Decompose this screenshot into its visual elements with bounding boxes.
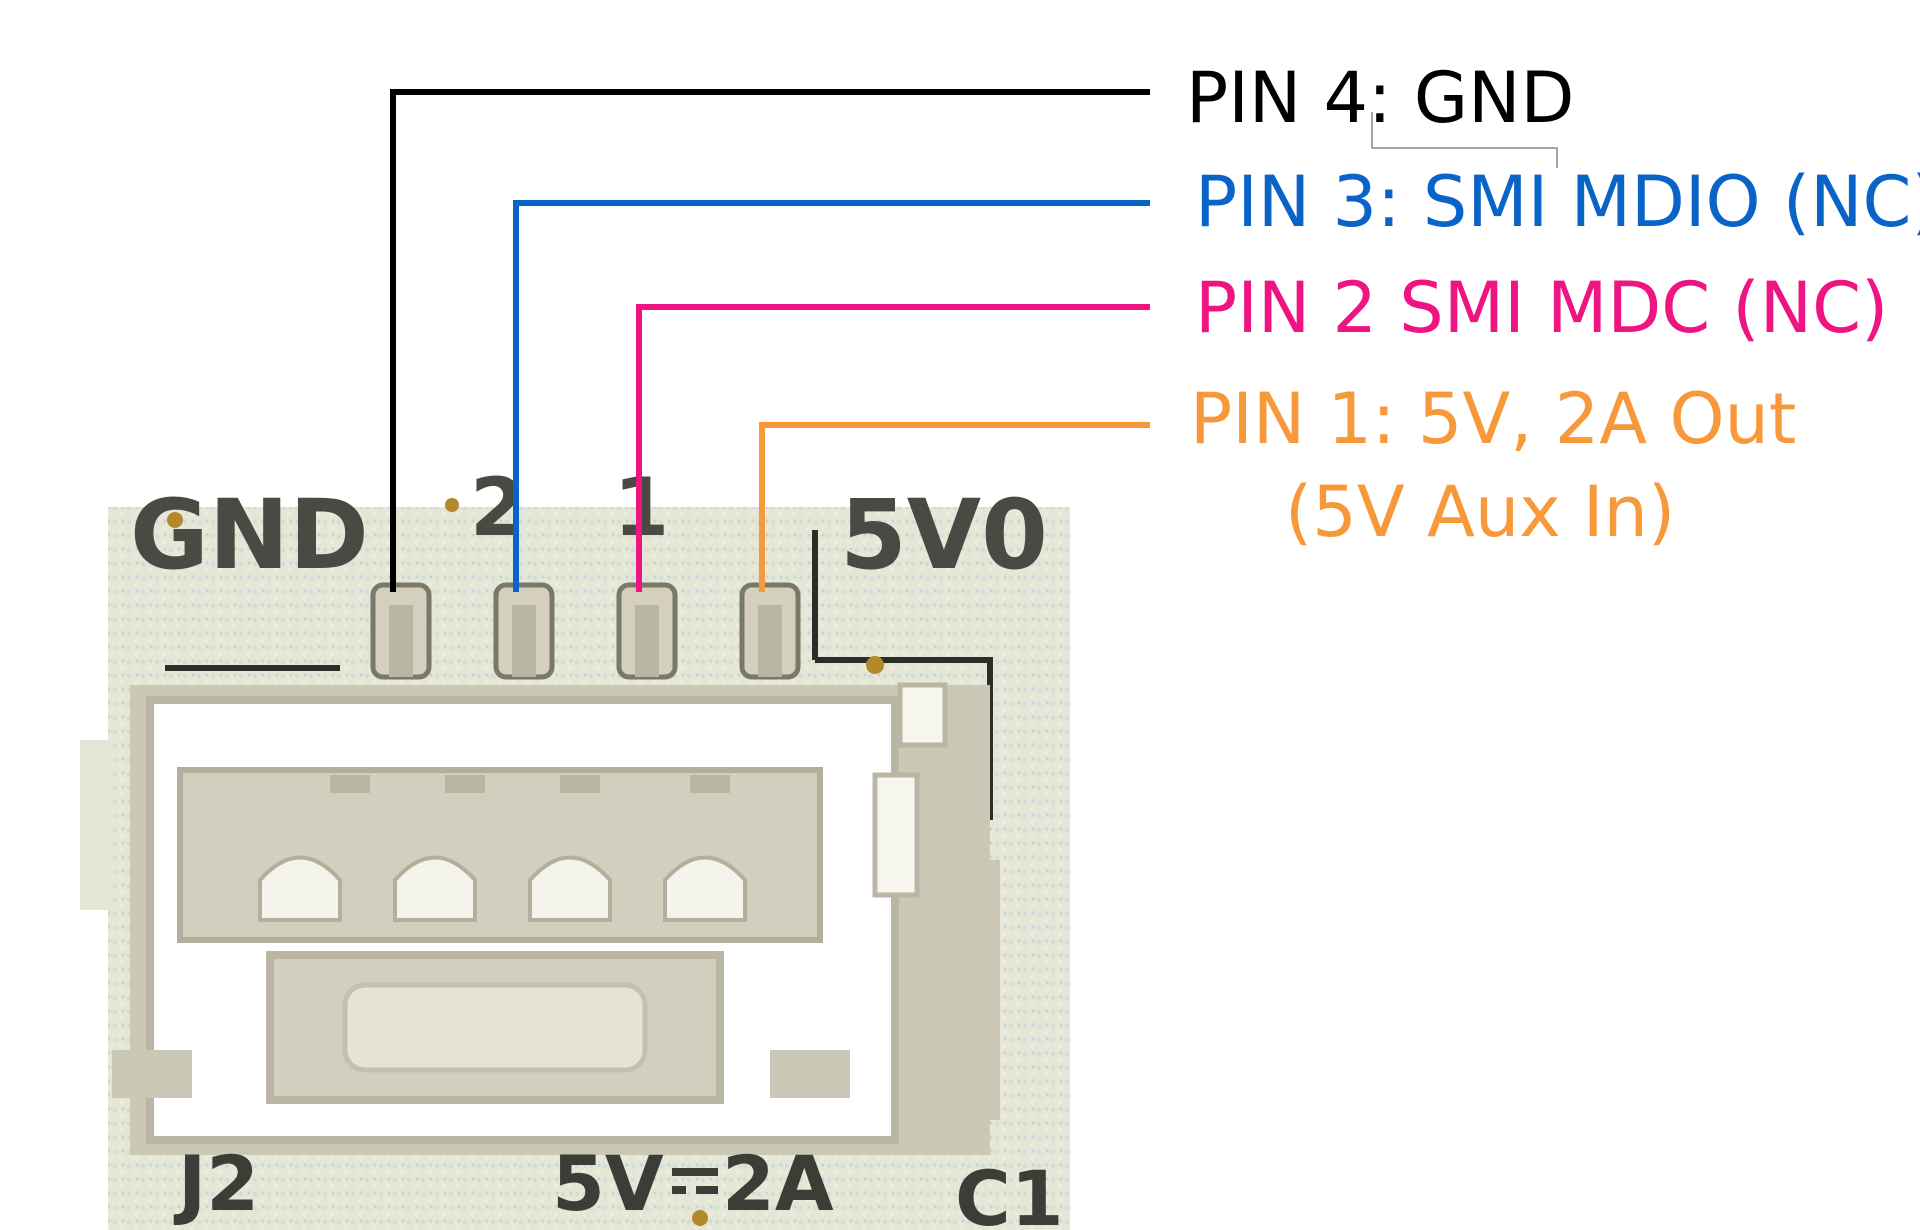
callout-line-pin1	[759, 422, 1150, 592]
connector-photo: GND 2 1 5V0	[80, 461, 1070, 1230]
pin1-label: PIN 1: 5V, 2A Out	[1190, 378, 1796, 460]
silk-designator: J2	[173, 1139, 259, 1228]
callout-line-pin3	[513, 200, 1150, 592]
silk-cap-label: C1	[955, 1154, 1064, 1230]
solder-dots	[167, 498, 884, 1226]
silk-rating-volts: 5V	[552, 1139, 664, 1228]
connector-housing	[112, 682, 1000, 1155]
pin1-sublabel: (5V Aux In)	[1285, 471, 1675, 553]
silk-rating-amps: 2A	[722, 1139, 834, 1228]
header-pin-3	[493, 582, 555, 680]
label-artifact	[1371, 112, 1558, 168]
callout-line-pin4	[390, 89, 1150, 592]
dc-symbol	[672, 1168, 718, 1194]
header-pins	[370, 582, 801, 680]
pin4-label: PIN 4: GND	[1186, 57, 1574, 139]
silk-pin-numbers: 2 1	[470, 461, 699, 554]
pin-labels: PIN 4: GND PIN 3: SMI MDIO (NC) PIN 2 SM…	[1186, 57, 1920, 553]
header-pin-1	[739, 582, 801, 680]
pin3-label: PIN 3: SMI MDIO (NC)	[1195, 161, 1920, 243]
header-pin-2	[616, 582, 678, 680]
silk-gnd-label: GND	[130, 479, 369, 591]
silk-5v0-label: 5V0	[840, 479, 1048, 591]
callout-line-pin2	[636, 304, 1150, 592]
callout-lines	[390, 89, 1150, 592]
pin2-label: PIN 2 SMI MDC (NC)	[1195, 267, 1888, 349]
header-pin-4	[370, 582, 432, 680]
